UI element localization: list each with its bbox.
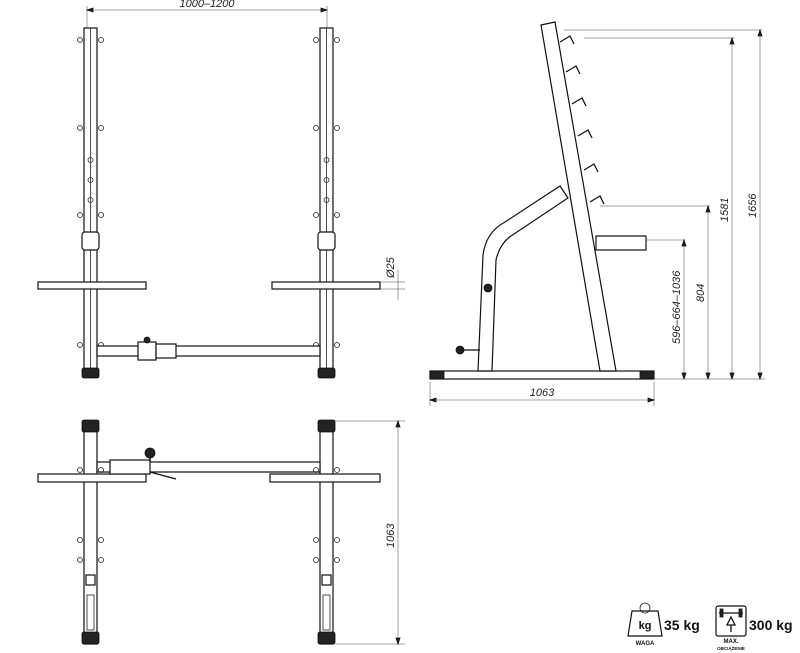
weight-value: 35 kg [664, 617, 700, 633]
side-spotter-arm [595, 235, 647, 251]
top-right-rail [319, 421, 334, 645]
front-peg-holes [77, 37, 340, 348]
side-support-arm [477, 185, 569, 372]
top-left-rail [83, 421, 98, 645]
side-main-upright [540, 21, 617, 372]
bar-diameter-dimension: Ø25 [385, 256, 397, 279]
side-height-handle-dimension: 804 [695, 284, 707, 302]
load-caption-top: MAX. [724, 639, 739, 645]
right-j-hook [317, 231, 336, 251]
load-spec: MAX. OBCIĄŻENIE 300 kg [715, 605, 793, 651]
side-height-total-dimension: 1656 [747, 193, 759, 218]
weight-spec: kg WAGA 35 kg [627, 602, 700, 647]
front-view: 1000–1200 Ø25 [37, 0, 405, 379]
top-depth-dimension: 1063 [385, 523, 397, 548]
right-spotter-arm [271, 281, 381, 290]
lower-crossbar [96, 345, 321, 357]
left-spotter-arm [37, 281, 147, 290]
side-base [429, 370, 655, 380]
side-height-range-dimension: 596–664–1036 [671, 270, 683, 344]
side-view: 1656 1581 804 596–664–1036 1063 [428, 21, 765, 406]
weight-unit-label: kg [639, 620, 652, 632]
load-caption-bottom: OBCIĄŻENIE [717, 645, 745, 651]
load-value: 300 kg [749, 617, 793, 633]
weight-caption: WAGA [636, 641, 655, 647]
top-view: 1063 [37, 419, 405, 646]
side-height-top-hook-dimension: 1581 [719, 198, 731, 222]
left-j-hook [81, 231, 100, 251]
side-depth-dimension: 1063 [530, 387, 555, 399]
front-width-dimension: 1000–1200 [179, 0, 235, 10]
